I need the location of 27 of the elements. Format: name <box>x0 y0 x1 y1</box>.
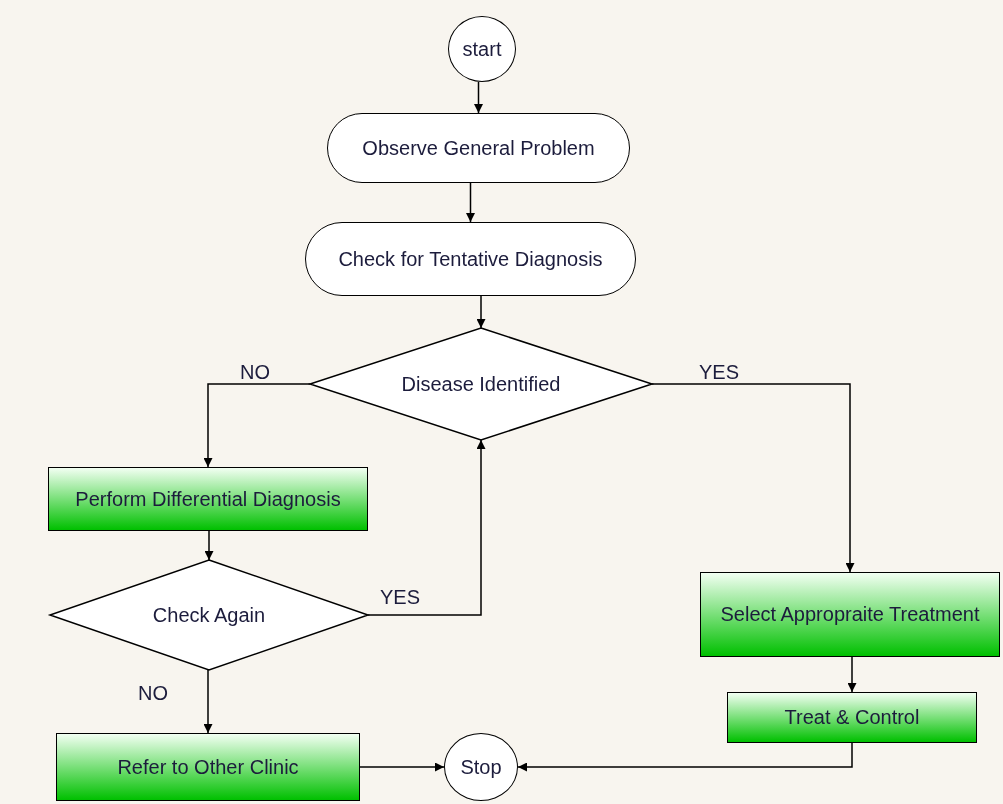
decision-diamond <box>310 328 652 440</box>
arrow <box>474 81 483 114</box>
node-label: Perform Differential Diagnosis <box>74 487 342 511</box>
node-label: Select Appropraite Treatment <box>719 603 981 626</box>
node-label: start <box>461 37 503 61</box>
process-box <box>700 572 1000 657</box>
arrow <box>367 439 486 616</box>
node-label: Observe General Problem <box>361 136 596 160</box>
decision-diamond <box>50 560 368 670</box>
node-label: Disease Identified <box>400 372 562 396</box>
arrow <box>466 182 475 223</box>
arrow <box>847 656 857 693</box>
arrow <box>359 762 445 772</box>
node-label: Treat & Control <box>783 706 921 729</box>
node-label: Check for Tentative Diagnosis <box>337 247 604 271</box>
process-box <box>727 692 977 743</box>
arrow <box>476 295 486 329</box>
node-label: Refer to Other Clinic <box>116 755 300 779</box>
arrow <box>651 383 855 573</box>
arrow <box>203 669 213 734</box>
arrow <box>204 530 214 561</box>
process-box <box>56 733 360 801</box>
arrow <box>517 742 853 772</box>
process-box <box>48 467 368 531</box>
node-label: Stop <box>459 755 503 779</box>
node-label: Check Again <box>151 603 267 627</box>
arrow <box>203 383 311 468</box>
